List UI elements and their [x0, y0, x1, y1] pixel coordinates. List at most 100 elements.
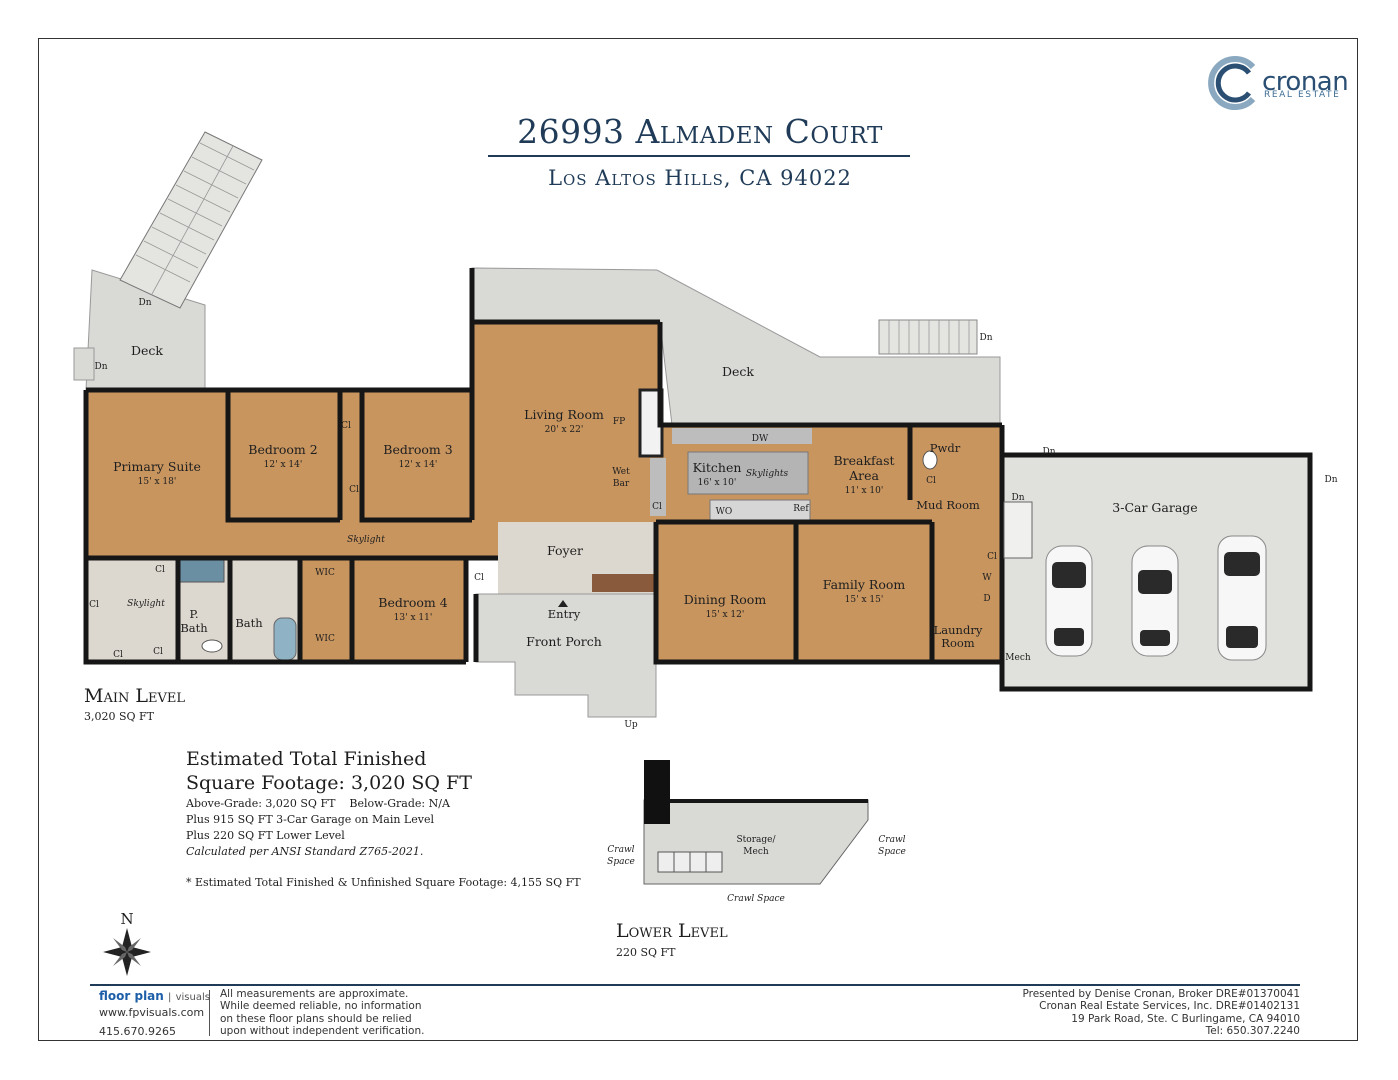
label-ref: Ref: [793, 504, 809, 514]
page-frame: [38, 38, 1358, 1041]
label-closet-7: Cl: [474, 573, 484, 583]
floor-family-room: [796, 522, 932, 662]
label-wo: WO: [716, 507, 733, 517]
label-crawl-right-1: Crawl: [878, 835, 905, 845]
disclaimer-line: upon without independent verification.: [220, 1025, 425, 1038]
label-p-bath-1: P.: [189, 607, 198, 621]
car-3: [1217, 535, 1267, 661]
kitchen-back-counter: [672, 428, 812, 444]
floor-closets: [340, 390, 362, 520]
label-deck-left: Deck: [131, 343, 163, 358]
lower-level-title: Lower Level: [616, 920, 728, 942]
label-dn-left: Dn: [94, 362, 107, 372]
label-closet-8: Cl: [652, 502, 662, 512]
fp-brand-name: floor plan: [99, 989, 164, 1003]
car-2: [1131, 545, 1179, 657]
label-entry: Entry: [548, 607, 581, 621]
stair-treads: [135, 142, 255, 295]
label-dw: DW: [752, 434, 769, 444]
pwdr-toilet: [922, 450, 938, 470]
kitchen-island: [687, 451, 809, 495]
label-closet-2: Cl: [349, 485, 359, 495]
floor-bedroom3: [362, 390, 472, 520]
floor-hallway: [228, 520, 498, 558]
label-mud-room: Mud Room: [916, 498, 980, 512]
label-pwdr: Pwdr: [930, 441, 961, 455]
label-dn-stair: Dn: [138, 298, 151, 308]
logo-subtitle: REAL ESTATE: [1264, 90, 1341, 100]
stair-top-left: [119, 131, 263, 309]
label-family-room: Family Room: [823, 577, 906, 592]
cronan-c-logo-icon: [1208, 56, 1256, 110]
floor-bedroom4: [352, 558, 466, 662]
label-fp: FP: [613, 417, 625, 427]
label-dn-garage: Dn: [1324, 475, 1337, 485]
label-garage: 3-Car Garage: [1112, 500, 1197, 515]
label-front-porch: Front Porch: [526, 634, 602, 649]
dim-primary-suite: 15' x 18': [138, 477, 177, 487]
dim-living-room: 20' x 22': [545, 425, 584, 435]
label-crawl-left-1: Crawl: [607, 845, 634, 855]
label-closet-4: Cl: [89, 600, 99, 610]
deck-right-stair: [878, 319, 978, 355]
fp-brand: floor plan | visuals: [99, 989, 210, 1003]
dim-dining-room: 15' x 12': [706, 610, 745, 620]
dim-kitchen: 16' x 10': [698, 478, 737, 488]
disclaimer-line: on these floor plans should be relied: [220, 1012, 412, 1025]
dim-breakfast: 11' x 10': [845, 486, 884, 496]
summary-line-3: Plus 220 SQ FT Lower Level: [186, 829, 345, 842]
cronan-logo: [1205, 55, 1355, 110]
label-living-room: Living Room: [524, 407, 604, 422]
label-bedroom2: Bedroom 2: [248, 442, 317, 457]
summary-heading-1: Estimated Total Finished: [186, 748, 427, 770]
compass-label: N: [120, 910, 133, 928]
label-dining-room: Dining Room: [684, 592, 767, 607]
dim-bedroom4: 13' x 11': [394, 613, 433, 623]
summary-line-1: Above-Grade: 3,020 SQ FT Below-Grade: N/…: [186, 797, 450, 810]
floor-dining-room: [656, 522, 796, 662]
main-level-sqft: 3,020 SQ FT: [84, 710, 155, 723]
toilet: [201, 639, 223, 653]
label-breakfast-1: Breakfast: [833, 453, 894, 468]
label-dryer: D: [983, 594, 990, 604]
label-wet-2: Bar: [613, 479, 630, 489]
main-level-title: Main Level: [84, 685, 186, 707]
dim-bedroom3: 12' x 14': [399, 460, 438, 470]
disclaimer-line: All measurements are approximate.: [220, 988, 409, 1000]
label-wet-1: Wet: [612, 467, 630, 477]
label-foyer: Foyer: [547, 543, 583, 558]
presenter-line: Tel: 650.307.2240: [1205, 1025, 1300, 1038]
fp-brand-divider: |: [168, 992, 172, 1003]
label-bath: Bath: [235, 616, 263, 630]
label-skylight-hall: Skylight: [347, 535, 385, 545]
label-washer: W: [982, 573, 992, 583]
hearth: [592, 574, 654, 592]
summary-heading-2: Square Footage: 3,020 SQ FT: [186, 772, 472, 794]
label-breakfast-2: Area: [848, 468, 879, 483]
label-skylight-bath: Skylight: [127, 599, 165, 609]
presenter-line: Cronan Real Estate Services, Inc. DRE#01…: [1039, 1000, 1300, 1013]
fp-brand-sub: visuals: [175, 992, 210, 1003]
label-crawl-bottom: Crawl Space: [727, 894, 785, 904]
label-dn-pwdr: Dn: [1042, 447, 1055, 457]
label-wic-1: WIC: [315, 568, 335, 578]
presenter-line: Presented by Denise Cronan, Broker DRE#0…: [1022, 988, 1300, 1000]
title-rule: [488, 155, 910, 157]
label-up: Up: [624, 720, 638, 730]
label-bedroom3: Bedroom 3: [383, 442, 452, 457]
label-skylights: Skylights: [746, 469, 789, 479]
wet-bar: [650, 458, 666, 516]
bathtub: [273, 617, 297, 661]
car-1: [1045, 545, 1093, 657]
label-deck-right: Deck: [722, 364, 754, 379]
logo-word: cronan: [1262, 67, 1349, 97]
lower-level-sqft: 220 SQ FT: [616, 946, 676, 959]
label-bedroom4: Bedroom 4: [378, 595, 447, 610]
fp-website[interactable]: www.fpvisuals.com: [99, 1006, 205, 1019]
floor-primary-suite: [86, 390, 228, 558]
disclaimer: All measurements are approximate. While …: [220, 988, 424, 1038]
property-city: Los Altos Hills, CA 94022: [548, 166, 852, 190]
summary-note: * Estimated Total Finished & Unfinished …: [186, 876, 581, 889]
label-wic-2: WIC: [315, 634, 335, 644]
